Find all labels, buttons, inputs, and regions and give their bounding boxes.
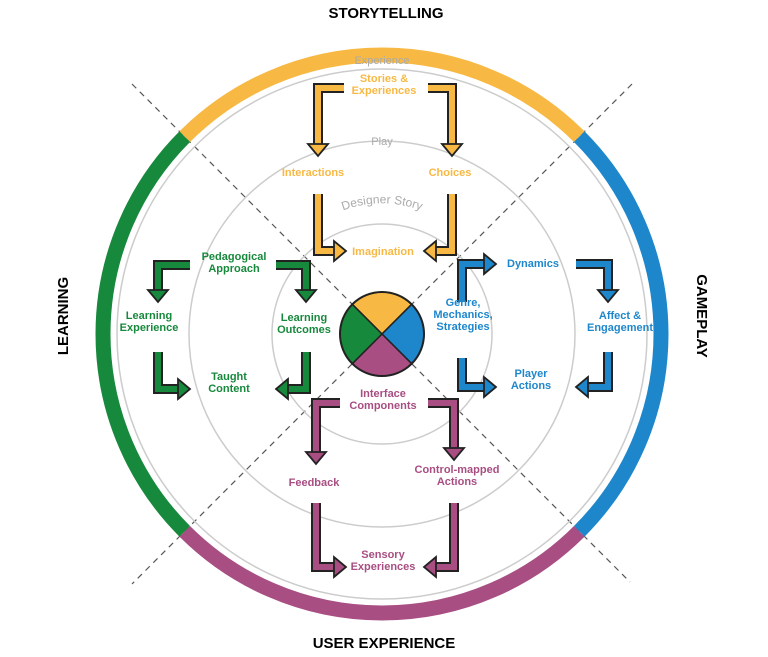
ring-designer-story: [271, 223, 493, 445]
ring-play: [188, 140, 576, 528]
center-pie: [339, 291, 425, 377]
ring-label-play: Play: [371, 136, 393, 148]
arrow-interface-to-control: [428, 398, 466, 462]
arrow-outcomes-to-taught: [274, 352, 311, 401]
arrow-control-to-sensory: [422, 503, 459, 579]
label-affect-engagement: Affect &Engagement: [587, 310, 653, 334]
label-choices: Choices: [429, 167, 472, 179]
title-gameplay: GAMEPLAY: [693, 274, 710, 358]
ring-experience: [116, 68, 648, 600]
title-user-experience: USER EXPERIENCE: [313, 635, 456, 652]
pie-outline: [339, 291, 425, 377]
arrow-stories-to-interactions: [306, 83, 344, 158]
outer-colored-ring: [95, 47, 669, 621]
outer-arc-user-experience: [179, 525, 585, 621]
label-stories-experiences: Stories &Experiences: [352, 73, 417, 97]
outer-arc-storytelling: [179, 47, 585, 143]
arrow-affect-to-player-actions: [574, 352, 613, 399]
arrow-dynamics-to-affect: [576, 259, 620, 304]
label-genre-mechanics-strategies: Genre,Mechanics,Strategies: [433, 297, 492, 333]
arrow-pedagogical-to-outcomes: [276, 260, 318, 304]
arrow-feedback-to-sensory: [311, 503, 348, 579]
arrow-genre-to-dynamics: [457, 252, 498, 302]
arrow-pedagogical-to-experience: [146, 260, 190, 304]
ring-label-experience: Experience: [354, 55, 409, 67]
label-interactions: Interactions: [282, 167, 344, 179]
label-feedback: Feedback: [289, 477, 341, 489]
outer-arc-gameplay: [573, 131, 669, 537]
arrow-stories-to-choices: [428, 83, 464, 158]
label-dynamics: Dynamics: [507, 258, 559, 270]
label-imagination: Imagination: [352, 246, 414, 258]
outer-arc-learning: [95, 131, 191, 537]
arrow-choices-to-imagination: [422, 194, 457, 263]
arrow-experience-to-taught: [153, 352, 192, 401]
arrow-interactions-to-imagination: [313, 194, 348, 263]
ring-label-designer-story: Designer Story: [340, 192, 425, 213]
title-learning: LEARNING: [55, 277, 72, 355]
title-storytelling: STORYTELLING: [328, 5, 443, 22]
arrow-genre-to-player-actions: [457, 358, 498, 399]
arrow-interface-to-feedback: [304, 398, 340, 466]
connector-arrows: [146, 83, 620, 579]
node-labels: Stories &Experiences Interactions Choice…: [120, 73, 654, 573]
